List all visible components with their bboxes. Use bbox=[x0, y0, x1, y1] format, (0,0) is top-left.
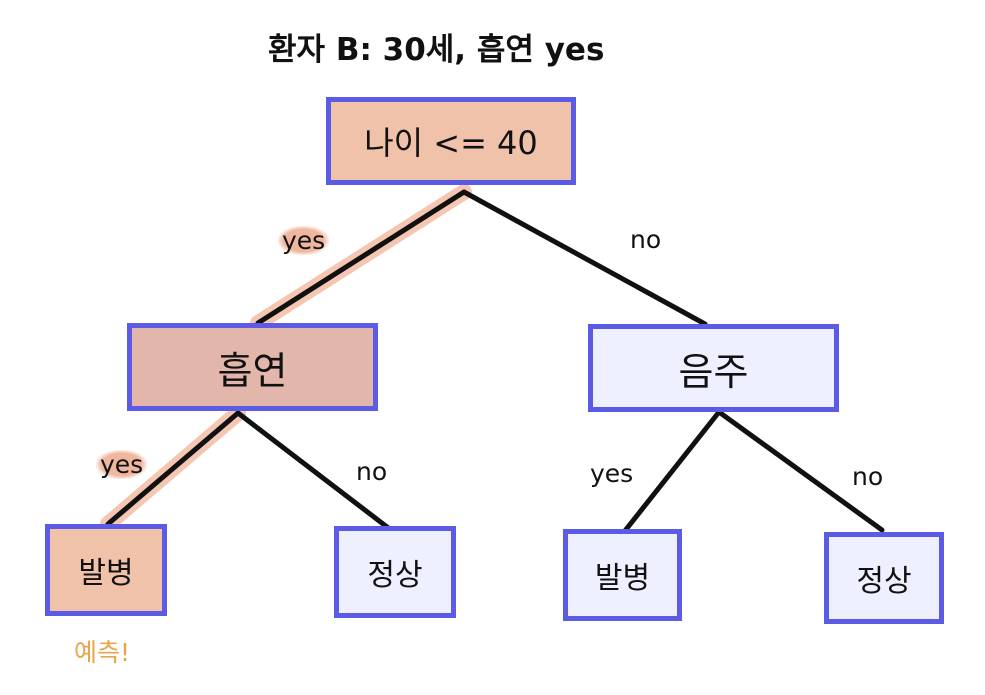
leaf-label: 정상 bbox=[367, 558, 423, 593]
leaf-normal: 정상 bbox=[334, 526, 456, 618]
edge-root-smoke bbox=[255, 189, 467, 326]
root-node-label: 나이 <= 40 bbox=[364, 124, 538, 162]
edge-drink-leaf3 bbox=[621, 409, 722, 535]
leaf-label: 정상 bbox=[856, 564, 912, 599]
node-smoking: 흡연 bbox=[127, 323, 378, 411]
edge-label-smoke-yes: yes bbox=[96, 450, 148, 479]
root-node-age: 나이 <= 40 bbox=[326, 97, 576, 185]
edge-label-smoke-no: no bbox=[356, 457, 388, 486]
diagram-title: 환자 B: 30세, 흡연 yes bbox=[268, 32, 605, 68]
node-smoking-label: 흡연 bbox=[217, 348, 288, 393]
node-drinking-label: 음주 bbox=[678, 349, 749, 394]
prediction-label: 예측! bbox=[74, 638, 131, 667]
leaf-label: 발병 bbox=[594, 561, 651, 596]
edge-smoke-leaf1 bbox=[105, 410, 241, 527]
leaf-disease-predicted: 발병 bbox=[45, 524, 167, 616]
leaf-label: 발병 bbox=[78, 556, 134, 591]
edge-drink-leaf4 bbox=[716, 409, 885, 533]
edge-root-drink bbox=[461, 189, 708, 327]
edge-label-root-yes: yes bbox=[278, 226, 330, 255]
node-drinking: 음주 bbox=[588, 324, 839, 412]
leaf-normal: 정상 bbox=[824, 532, 944, 624]
edge-label-root-no: no bbox=[630, 225, 662, 254]
edge-label-drink-no: no bbox=[852, 462, 884, 491]
edge-smoke-leaf2 bbox=[235, 410, 394, 533]
edge-label-drink-yes: yes bbox=[590, 459, 634, 488]
leaf-disease: 발병 bbox=[563, 529, 682, 621]
